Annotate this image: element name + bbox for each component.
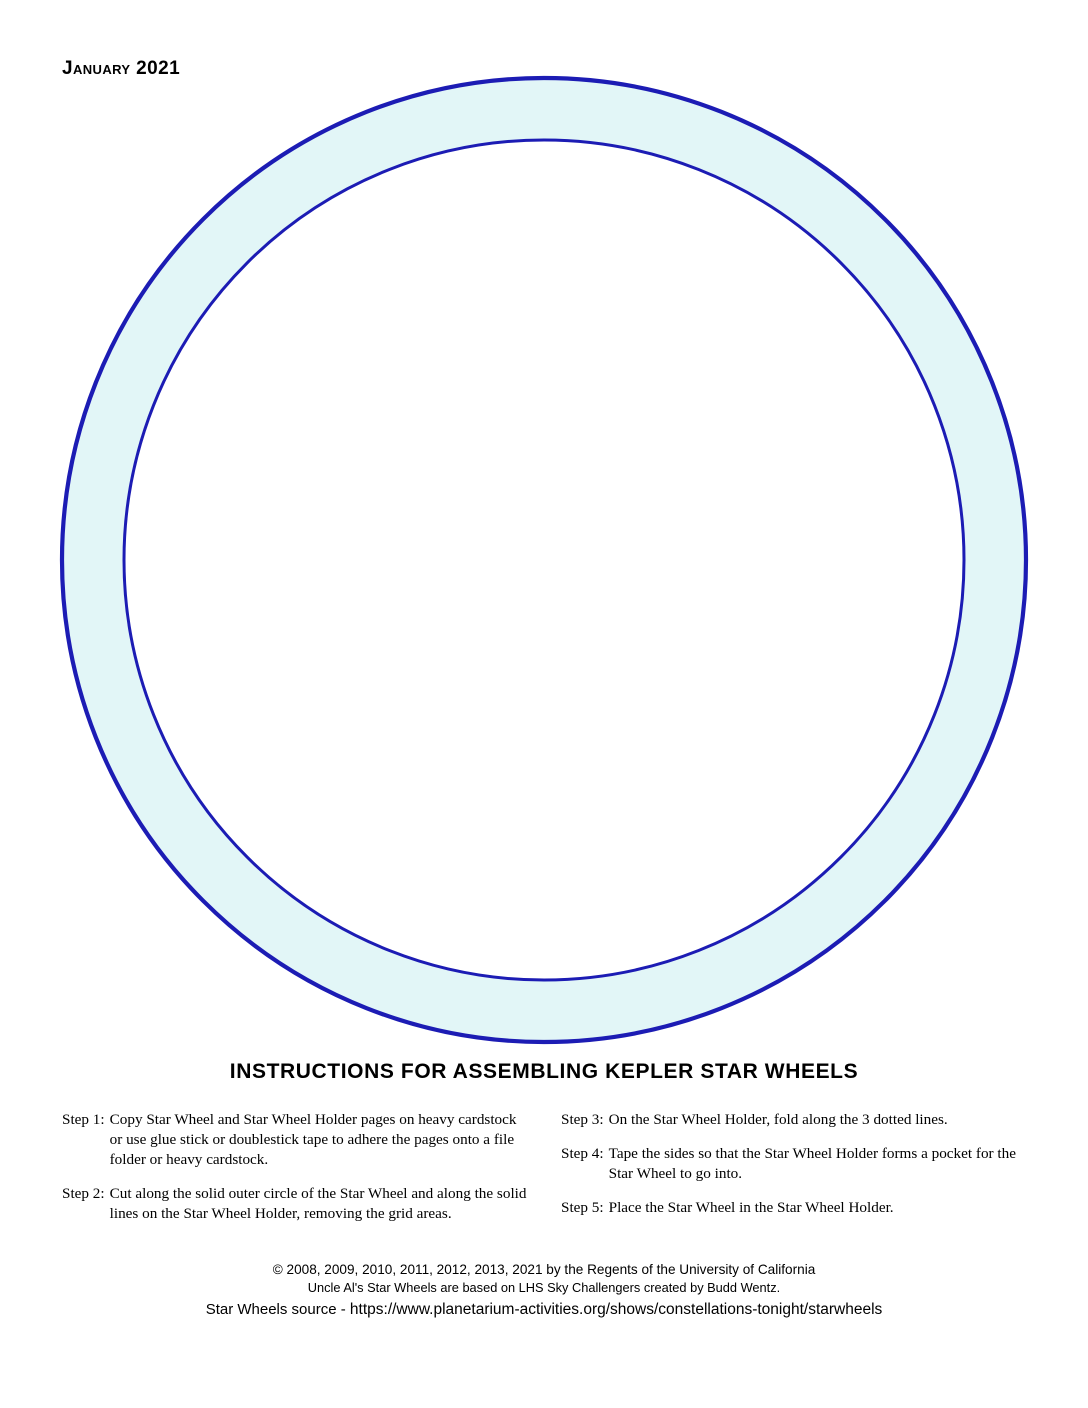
sky-disc <box>130 146 958 974</box>
source-label: Star Wheels source - <box>205 1301 346 1318</box>
ring-outer-edge <box>59 75 1029 1045</box>
credit-line: Uncle Al's Star Wheels are based on LHS … <box>307 1280 781 1295</box>
star-wheel-svg <box>59 75 1029 1045</box>
ring-inner-edge <box>122 138 966 982</box>
step-text: Copy Star Wheel and Star Wheel Holder pa… <box>109 1111 517 1169</box>
source-line: Star Wheels source - https://www.planeta… <box>0 1301 1088 1319</box>
footer-section: © 2008, 2009, 2010, 2011, 2012, 2013, 20… <box>0 1262 1088 1319</box>
instruction-step-2: Step 4:Tape the sides so that the Star W… <box>561 1144 1026 1184</box>
instruction-step-2: Step 2:Cut along the solid outer circle … <box>62 1184 527 1224</box>
instructions-title: INSTRUCTIONS FOR ASSEMBLING KEPLER STAR … <box>229 1060 859 1083</box>
step-text: Tape the sides so that the Star Wheel Ho… <box>608 1145 1016 1183</box>
step-number: Step 4: <box>561 1145 604 1163</box>
instruction-step-1: Step 3:On the Star Wheel Holder, fold al… <box>561 1110 1026 1130</box>
step-number: Step 2: <box>62 1185 105 1203</box>
copyright-line: © 2008, 2009, 2010, 2011, 2012, 2013, 20… <box>272 1262 816 1277</box>
instruction-steps: Step 1:Copy Star Wheel and Star Wheel Ho… <box>0 1110 1088 1238</box>
step-number: Step 1: <box>62 1111 105 1128</box>
step-number: Step 5: <box>561 1199 604 1217</box>
step-text: On the Star Wheel Holder, fold along the… <box>608 1111 948 1128</box>
instruction-step-3: Step 5:Place the Star Wheel in the Star … <box>561 1198 1026 1218</box>
step-number: Step 3: <box>561 1111 604 1128</box>
instruction-column-left: Step 1:Copy Star Wheel and Star Wheel Ho… <box>62 1110 527 1238</box>
step-text: Cut along the solid outer circle of the … <box>109 1185 527 1223</box>
instruction-step-1: Step 1:Copy Star Wheel and Star Wheel Ho… <box>62 1110 527 1170</box>
document-date: January 2021 <box>62 58 181 79</box>
instruction-column-right: Step 3:On the Star Wheel Holder, fold al… <box>561 1110 1026 1232</box>
instructions-section: INSTRUCTIONS FOR ASSEMBLING KEPLER STAR … <box>0 1060 1088 1238</box>
star-wheel-figure <box>28 60 1060 1060</box>
step-text: Place the Star Wheel in the Star Wheel H… <box>608 1199 894 1217</box>
source-url[interactable]: https://www.planetarium-activities.org/s… <box>349 1301 883 1318</box>
month-ring-face <box>62 78 1026 1042</box>
